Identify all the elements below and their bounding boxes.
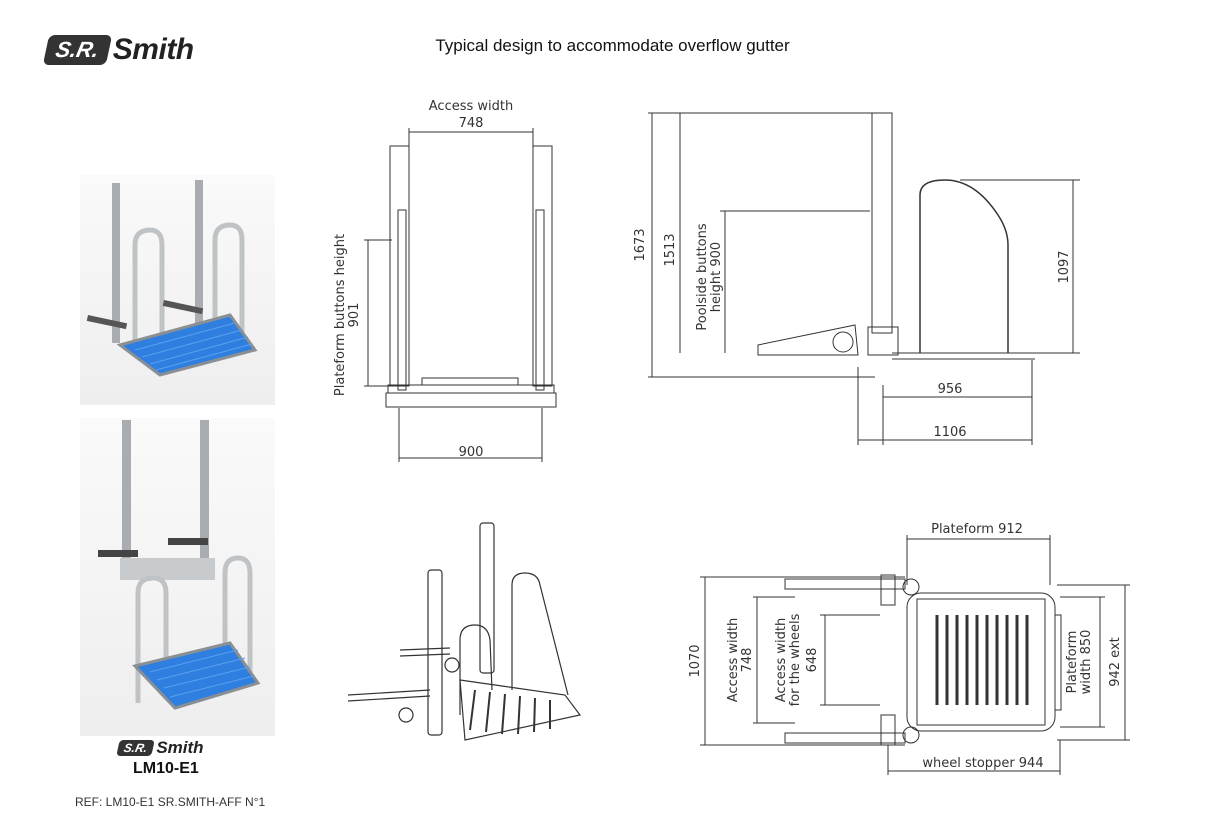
lift-render-1 [86,180,258,377]
isometric-drawing [347,522,582,741]
top-access-label: Access width [726,618,741,702]
front-view-drawing: Access width 748 Plateform buttons heigh… [333,99,557,462]
logo-smith-text: Smith [112,33,194,66]
side-total-height: 1673 [633,228,648,261]
front-access-width-value: 748 [459,116,484,131]
side-view-drawing: 1673 1513 Poolside buttons height 900 10… [633,112,1080,445]
lift-render-2 [98,420,261,710]
top-overall-1070: 1070 [688,644,703,677]
model-name: LM10-E1 [133,760,199,777]
page-title: Typical design to accommodate overflow g… [435,36,790,55]
top-wheel-stopper: wheel stopper 944 [922,756,1043,771]
reference-code: REF: LM10-E1 SR.SMITH-AFF N°1 [75,795,266,809]
top-platform-width-value: width 850 [1079,630,1094,695]
front-buttons-height-label: Plateform buttons height [333,234,348,396]
top-access-value: 748 [740,648,755,673]
top-wheels-value: 648 [805,648,820,673]
product-photo-top [80,175,275,405]
product-logo-sr: S.R. [116,740,156,756]
top-ext-942: 942 ext [1108,637,1123,687]
top-wheels-label-2: for the wheels [788,613,803,706]
side-depth-956: 956 [938,382,963,397]
product-logo: S.R. Smith [116,738,204,758]
front-access-width-label: Access width [429,99,513,114]
side-post-height: 1513 [663,233,678,266]
top-wheels-label-1: Access width [774,618,789,702]
side-poolside-value: height 900 [709,242,724,312]
top-platform-width-label: Plateform [1065,631,1080,694]
front-buttons-height-value: 901 [347,303,362,328]
side-depth-1106: 1106 [933,425,966,440]
top-platform-912: Plateform 912 [931,522,1023,537]
side-poolside-label: Poolside buttons [695,223,710,331]
top-view-drawing: Plateform 912 1070 Access width 748 Acce… [688,522,1130,775]
product-photo-bottom [80,418,275,736]
front-base-width-value: 900 [459,445,484,460]
side-rail-height: 1097 [1057,250,1072,283]
product-logo-smith: Smith [156,738,204,757]
srsmith-logo: S.R. Smith [42,33,194,67]
